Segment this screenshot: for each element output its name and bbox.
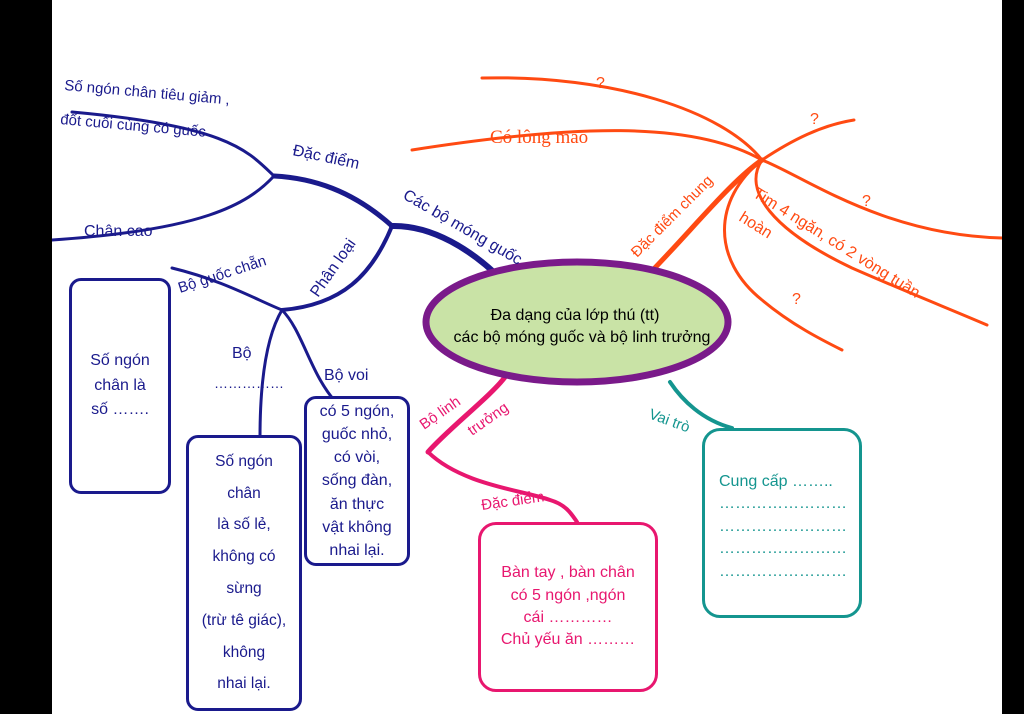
vai-tro-label: Vai trò [647,406,693,436]
box-line: có vòi, [333,449,381,467]
vai-tro-line [668,380,734,430]
branch-q4 [723,158,844,352]
box-line: chân [227,484,261,502]
box-line: sống đàn, [321,472,393,490]
box-line: không có [212,548,276,566]
box-line: có 5 ngón ,ngón [510,586,626,604]
center-topic-ellipse [422,258,732,386]
box-line: chân là [94,376,146,394]
bo-guoc-chan-line [170,266,284,312]
box-line: nhai lại. [217,675,271,693]
co-long-mao-label: Có lông mao [490,127,588,148]
box-line: là số lẻ, [217,516,271,534]
bo-linh-truong-lines [425,374,579,524]
question-mark-2: ? [810,111,819,128]
box-bo-linh-truong: Bàn tay , bàn chân có 5 ngón ,ngón cái …… [478,522,658,692]
box-line: Số ngón [90,351,150,369]
chan-cao-label: Chân cao [84,223,153,240]
box-line: Chủ yếu ăn ……… [500,631,636,649]
box-line: vật không [322,518,392,536]
box-line: …………………… [719,540,847,558]
box-line: …………………… [719,562,847,580]
box-line: (trừ tê giác), [201,611,287,629]
dac-diem-linh-line [426,450,579,524]
question-mark-3: ? [862,193,871,210]
box-line: …………………… [719,495,847,513]
question-mark-4: ? [792,291,801,308]
bo-voi-label: Bộ voi [324,367,368,384]
left-branch-lines [52,110,505,440]
bo-dots-label: …………… [214,375,284,391]
box-line: không [222,643,266,661]
box-line: ăn thực [329,495,385,513]
branch-q1 [480,76,764,162]
branch-tim [754,158,989,327]
hoan-label: hoàn [736,209,775,242]
dac-diem-line [271,173,395,229]
bo-le-line [258,308,284,440]
bo-voi-line [280,308,336,402]
box-line: cái ………… [523,609,613,626]
box-line: sừng [226,580,262,597]
bo-linh-truong-line [425,374,508,455]
tim-label: Tim 4 ngăn, có 2 vòng tuần [750,185,923,302]
box-vai-tro: Cung cấp …….. …………………… …………………… ……………………… [702,428,862,618]
branch-q2 [760,118,856,162]
dac-diem-line2-label: đốt cuối cùng có guốc [60,111,207,141]
box-line: …………………… [719,517,847,535]
vai-tro-lines [668,380,734,430]
branch-q3 [760,158,1002,240]
phan-loai-label: Phân loại [307,236,359,300]
question-mark-1: ? [596,75,605,92]
center-title-line2: các bộ móng guốc và bộ linh trưởng [454,329,711,346]
right-branch-lines [410,76,1002,352]
mind-map-sheet: Đa dạng của lớp thú (tt) các bộ móng guố… [52,0,1002,714]
dac-diem-linh-label: Đặc điểm [480,488,545,514]
dac-diem-label: Đặc điểm [291,141,361,173]
box-line: số ……. [91,401,149,419]
box-line: guốc nhỏ, [321,426,393,444]
box-bo-voi: có 5 ngón, guốc nhỏ, có vòi, sống đàn, ă… [304,396,410,566]
box-line: Cung cấp …….. [719,473,833,490]
branch-co-long-mao [410,129,764,162]
box-so-ngon-chan-chan: Số ngón chân là số ……. [69,278,171,494]
box-so-ngon-chan-le: Số ngón chân là số lẻ, không có sừng (tr… [186,435,302,711]
phan-loai-line [280,224,394,312]
chan-cao-line [52,174,276,242]
box-line: Số ngón [215,452,273,470]
dac-diem-upper-line [70,110,276,178]
mind-map-canvas: Đa dạng của lớp thú (tt) các bộ móng guố… [52,75,1002,524]
box-line: có 5 ngón, [319,402,395,420]
bo-label: Bộ [232,345,252,362]
box-line: nhai lại. [329,541,385,559]
truong-label: trưởng [465,399,512,439]
center-title-line1: Đa dạng của lớp thú (tt) [491,307,660,324]
box-line: Bàn tay , bàn chân [501,564,635,582]
dac-diem-line1-label: Số ngón chân tiêu giảm , [64,77,231,108]
bo-guoc-chan-label: Bộ guốc chẵn [176,252,269,297]
